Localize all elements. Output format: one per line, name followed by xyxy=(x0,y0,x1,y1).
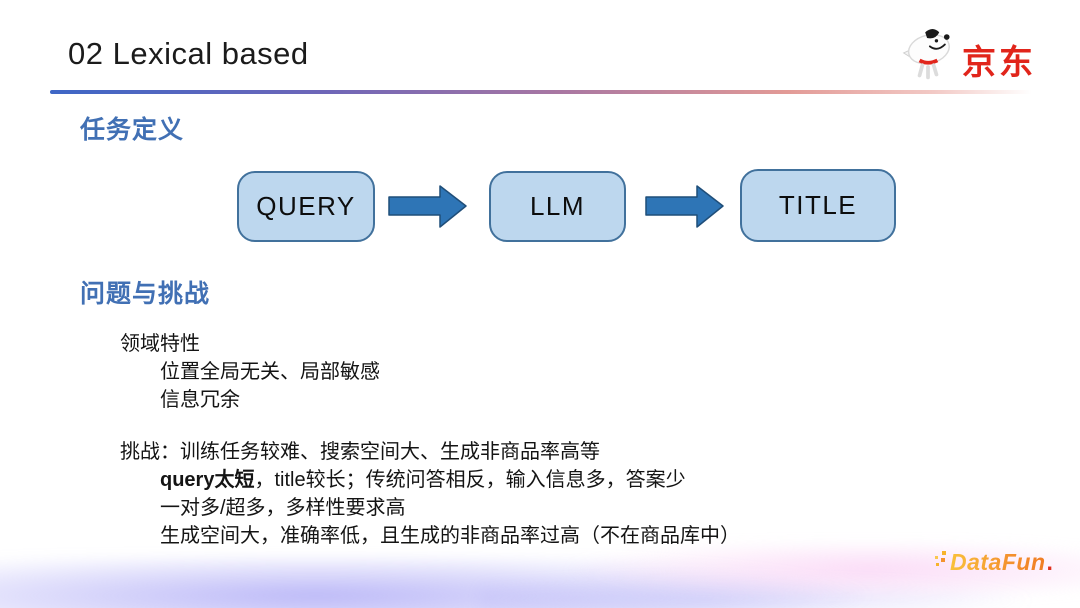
jd-logo-text: 京东 xyxy=(962,44,1036,82)
challenge-item: 生成空间大，准确率低，且生成的非商品率过高（不在商品库中） xyxy=(160,525,740,547)
challenge-item: query太短，title较长；传统问答相反，输入信息多，答案少 xyxy=(120,466,1000,494)
arrow-right-icon xyxy=(645,184,725,229)
decorative-wave-purple-secondary xyxy=(480,576,1040,608)
title-divider xyxy=(50,90,1032,94)
domain-feature-title: 领域特性 xyxy=(120,333,200,355)
challenge-item-rest: ，title较长；传统问答相反，输入信息多，答案少 xyxy=(254,469,686,491)
section-heading-task-definition: 任务定义 xyxy=(80,116,185,144)
arrow-right-icon xyxy=(388,184,468,229)
spacer xyxy=(120,414,1000,438)
challenge-item: 一对多/超多，多样性要求高 xyxy=(160,497,406,519)
challenge-title: 挑战：训练任务较难、搜索空间大、生成非商品率高等 xyxy=(120,441,600,463)
diagram-node-query: QUERY xyxy=(237,171,375,242)
challenge-item-bold: query太短 xyxy=(160,469,255,491)
decorative-wave-purple xyxy=(0,558,880,608)
datafun-pixels-icon xyxy=(933,549,950,576)
jd-logo: 京东 xyxy=(898,24,1036,85)
jd-mascot-icon xyxy=(898,24,958,85)
problems-body-text: 领域特性 位置全局无关、局部敏感 信息冗余 挑战：训练任务较难、搜索空间大、生成… xyxy=(120,330,1000,550)
datafun-logo-text: DataFun xyxy=(950,549,1046,575)
domain-feature-item: 信息冗余 xyxy=(160,389,240,411)
diagram-node-title: TITLE xyxy=(740,169,896,242)
datafun-logo: DataFun . xyxy=(933,549,1053,576)
domain-feature-item: 位置全局无关、局部敏感 xyxy=(160,361,380,383)
diagram-node-llm: LLM xyxy=(489,171,626,242)
section-heading-problems: 问题与挑战 xyxy=(80,280,211,308)
datafun-logo-dot: . xyxy=(1046,549,1053,575)
page-title: 02 Lexical based xyxy=(68,36,309,71)
